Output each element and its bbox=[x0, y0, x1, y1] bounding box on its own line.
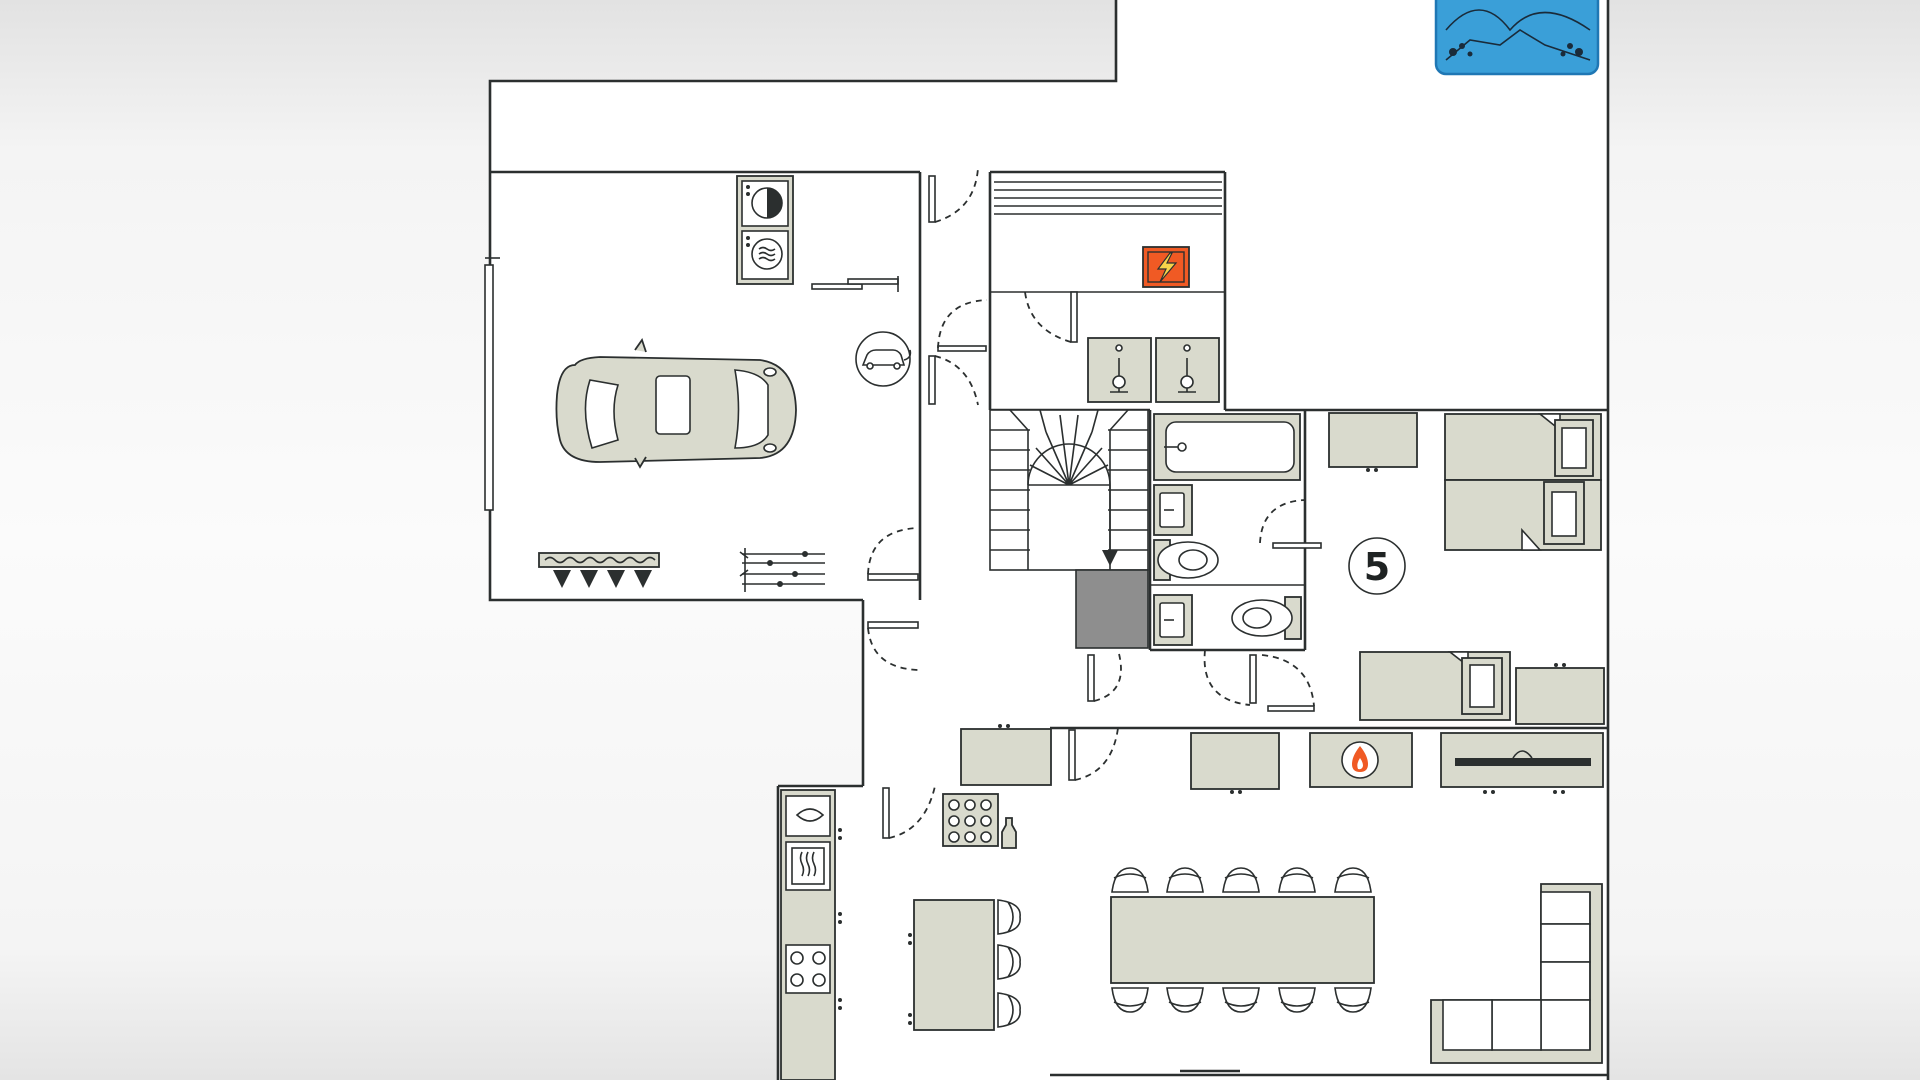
sink-icon bbox=[785, 795, 831, 837]
bathtub-icon bbox=[1153, 413, 1301, 481]
sink-icon bbox=[1153, 594, 1193, 646]
washing-machine-icon bbox=[746, 236, 783, 270]
doors[interactable] bbox=[811, 167, 1322, 839]
chair-icon bbox=[1334, 987, 1372, 1013]
dining-chairs bbox=[1111, 867, 1372, 1013]
room-number-label: 5 bbox=[1364, 545, 1390, 589]
side-cabinet bbox=[1190, 732, 1280, 794]
sink-icon bbox=[1178, 344, 1196, 393]
ev-charger-icon bbox=[855, 331, 912, 387]
nightstand bbox=[1515, 663, 1605, 725]
chair-icon bbox=[1111, 987, 1149, 1013]
garage-window bbox=[484, 257, 500, 511]
room-number: 5 bbox=[1348, 537, 1406, 595]
bed-icon bbox=[1359, 651, 1511, 721]
chair-icon bbox=[1222, 987, 1260, 1013]
fireplace-icon bbox=[1309, 732, 1413, 788]
electrical-panel-icon bbox=[1142, 246, 1190, 288]
sink-icon bbox=[1153, 484, 1193, 536]
toilet-icon bbox=[1153, 539, 1219, 581]
oven-icon bbox=[785, 841, 831, 891]
washer-dryer bbox=[736, 175, 794, 285]
shelving bbox=[994, 181, 1222, 215]
ski-rack-icon bbox=[739, 548, 825, 592]
chair-icon bbox=[1166, 987, 1204, 1013]
tv-icon bbox=[1440, 732, 1604, 794]
chair-icon bbox=[1278, 987, 1316, 1013]
dryer-icon bbox=[746, 185, 783, 219]
car-icon bbox=[555, 338, 797, 469]
sofa-icon bbox=[1430, 883, 1603, 1064]
chair-icon bbox=[997, 992, 1021, 1028]
chair-icon bbox=[1111, 867, 1149, 893]
sideboard bbox=[960, 724, 1052, 786]
bed-icon bbox=[1444, 413, 1602, 551]
stove-icon bbox=[785, 944, 831, 994]
nightstand bbox=[1328, 412, 1418, 472]
dining-table-icon bbox=[1110, 896, 1375, 984]
wine-rack-icon bbox=[942, 793, 1017, 849]
chair-icon bbox=[1222, 867, 1260, 893]
bar-stools bbox=[997, 899, 1021, 1028]
chair-icon bbox=[997, 899, 1021, 935]
chair-icon bbox=[997, 944, 1021, 980]
chair-icon bbox=[1334, 867, 1372, 893]
toilet-icon bbox=[1231, 596, 1302, 640]
stair-landing bbox=[1075, 569, 1149, 649]
chair-icon bbox=[1166, 867, 1204, 893]
utility-sinks bbox=[1087, 337, 1220, 403]
staircase-icon bbox=[989, 409, 1149, 571]
hot-tub-icon bbox=[1434, 0, 1600, 76]
kitchen-counter bbox=[780, 789, 842, 1080]
chair-icon bbox=[1278, 867, 1316, 893]
kitchen-island bbox=[908, 899, 995, 1031]
sink-icon bbox=[1110, 344, 1128, 393]
shoe-rack-icon bbox=[538, 552, 660, 588]
